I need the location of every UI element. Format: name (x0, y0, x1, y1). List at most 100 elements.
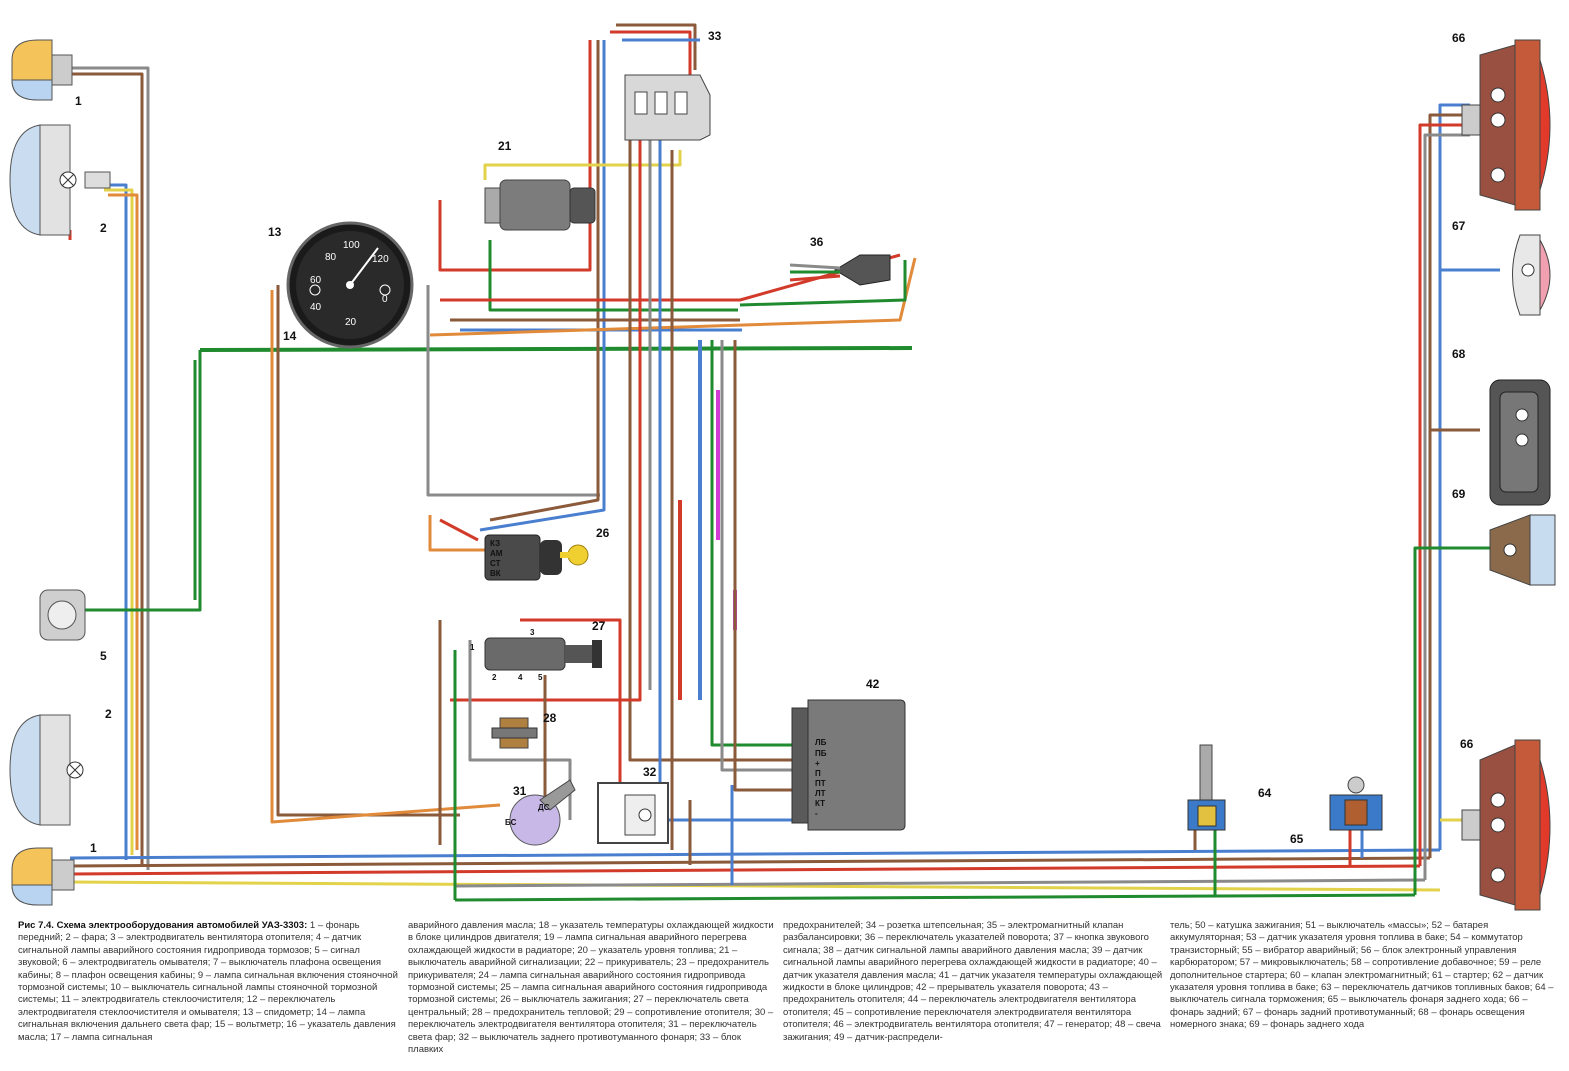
wire (1418, 123, 1470, 866)
headlight-switch: ДС БС (505, 779, 576, 846)
relay-pin: - (815, 809, 818, 818)
wire (658, 140, 800, 822)
wire (489, 40, 600, 522)
caption-title: Рис 7.4. Схема электрооборудования автом… (18, 920, 308, 931)
switch27-pin: 3 (530, 628, 535, 637)
gauge-tick: 80 (325, 252, 337, 263)
front-lamp-top (11, 39, 73, 101)
wire (733, 340, 800, 792)
wire (1438, 103, 1470, 850)
wire (100, 183, 128, 860)
label-68: 68 (1452, 347, 1466, 361)
label-66-bottom: 66 (1460, 737, 1474, 751)
central-light-switch: 1 2 3 4 5 (470, 628, 602, 682)
rear-fog-switch (597, 782, 669, 844)
wire (628, 140, 800, 762)
label-69: 69 (1452, 487, 1466, 501)
wire (426, 285, 600, 497)
wire (454, 878, 1426, 888)
label-2-top: 2 (100, 221, 107, 235)
relay-pin: ПБ (815, 749, 827, 758)
wire (69, 864, 1421, 876)
reverse-lamp (1489, 514, 1556, 586)
callout-labels: 1 2 5 2 1 13 14 21 33 36 26 27 28 31 32 … (75, 29, 1474, 855)
gauge-tick: 120 (372, 254, 389, 265)
wires (68, 23, 1500, 902)
wire (69, 856, 1431, 868)
sw31-pin: ДС (538, 803, 550, 812)
wire (72, 66, 150, 870)
label-27: 27 (592, 619, 606, 633)
thermal-fuse (491, 717, 538, 749)
switch27-pin: 5 (538, 673, 543, 682)
brake-light-switch (1187, 744, 1226, 831)
license-plate-lamp (1489, 379, 1551, 506)
label-64: 64 (1258, 786, 1272, 800)
relay-pin: ПТ (815, 779, 826, 788)
gauge-tick: 60 (310, 275, 322, 286)
relay-pin: + (815, 759, 820, 768)
wire (520, 618, 622, 840)
label-28: 28 (543, 711, 557, 725)
label-1-bottom: 1 (90, 841, 97, 855)
caption-col-4: тель; 50 – катушка зажигания; 51 – выклю… (1170, 920, 1560, 1070)
fuse-block (624, 74, 711, 141)
horn (39, 589, 86, 641)
label-2-bottom: 2 (105, 707, 112, 721)
wire (488, 240, 738, 312)
label-36: 36 (810, 235, 824, 249)
speedometer: 0 20 40 60 80 100 120 (286, 221, 414, 349)
sw31-pin: БС (505, 818, 517, 827)
wire (429, 257, 917, 337)
caption-text-3: предохранителей; 34 – розетка штепсельна… (783, 920, 1163, 1043)
wire (276, 285, 460, 817)
wire (483, 150, 682, 180)
label-1-top: 1 (75, 94, 82, 108)
wire (428, 515, 485, 552)
label-14: 14 (283, 329, 297, 343)
label-31: 31 (513, 784, 527, 798)
front-lamp-bottom (11, 847, 75, 906)
wire (104, 188, 134, 855)
label-32: 32 (643, 765, 657, 779)
wire (72, 350, 202, 612)
headlight-bottom (9, 714, 84, 826)
label-13: 13 (268, 225, 282, 239)
label-33: 33 (708, 29, 722, 43)
wire (1423, 133, 1470, 880)
label-5: 5 (100, 649, 107, 663)
label-21: 21 (498, 139, 512, 153)
wiring-diagram: 0 20 40 60 80 100 120 КЗ АМ СТ ВК (9, 23, 1556, 911)
wire (739, 260, 907, 307)
hazard-switch (484, 179, 596, 231)
caption-col-2: аварийного давления масла; 18 – указател… (408, 920, 778, 1070)
caption-text-4: тель; 50 – катушка зажигания; 51 – выклю… (1170, 920, 1554, 1031)
relay-pin: КТ (815, 799, 825, 808)
wire (69, 880, 1441, 892)
turn-signal-switch (789, 254, 891, 286)
ignition-pin: КЗ (490, 539, 500, 548)
gauge-tick: 40 (310, 302, 322, 313)
headlight-top (9, 124, 111, 236)
rear-fog-lamp (1512, 234, 1551, 316)
caption-col-3: предохранителей; 34 – розетка штепсельна… (783, 920, 1163, 1070)
ignition-switch: КЗ АМ СТ ВК (484, 534, 589, 581)
switch27-pin: 1 (470, 643, 475, 652)
caption-text-1: 1 – фонарь передний; 2 – фара; 3 – элект… (18, 920, 398, 1043)
gauge-tick: 20 (345, 317, 357, 328)
ignition-pin: АМ (490, 549, 503, 558)
relay-pin: ЛБ (815, 738, 827, 747)
wire (108, 193, 139, 850)
turn-relay: ЛБ ПБ + П ПТ ЛТ КТ - (791, 699, 906, 831)
relay-pin: П (815, 769, 821, 778)
wire (454, 893, 1416, 902)
ignition-pin: ВК (490, 569, 501, 578)
wire (616, 23, 697, 70)
label-42: 42 (866, 677, 880, 691)
rear-lamp-top (1461, 39, 1551, 211)
wire (69, 848, 1441, 860)
reverse-light-switch (1329, 776, 1383, 831)
wire (199, 346, 913, 352)
wire (1428, 113, 1470, 858)
wire (438, 40, 592, 272)
